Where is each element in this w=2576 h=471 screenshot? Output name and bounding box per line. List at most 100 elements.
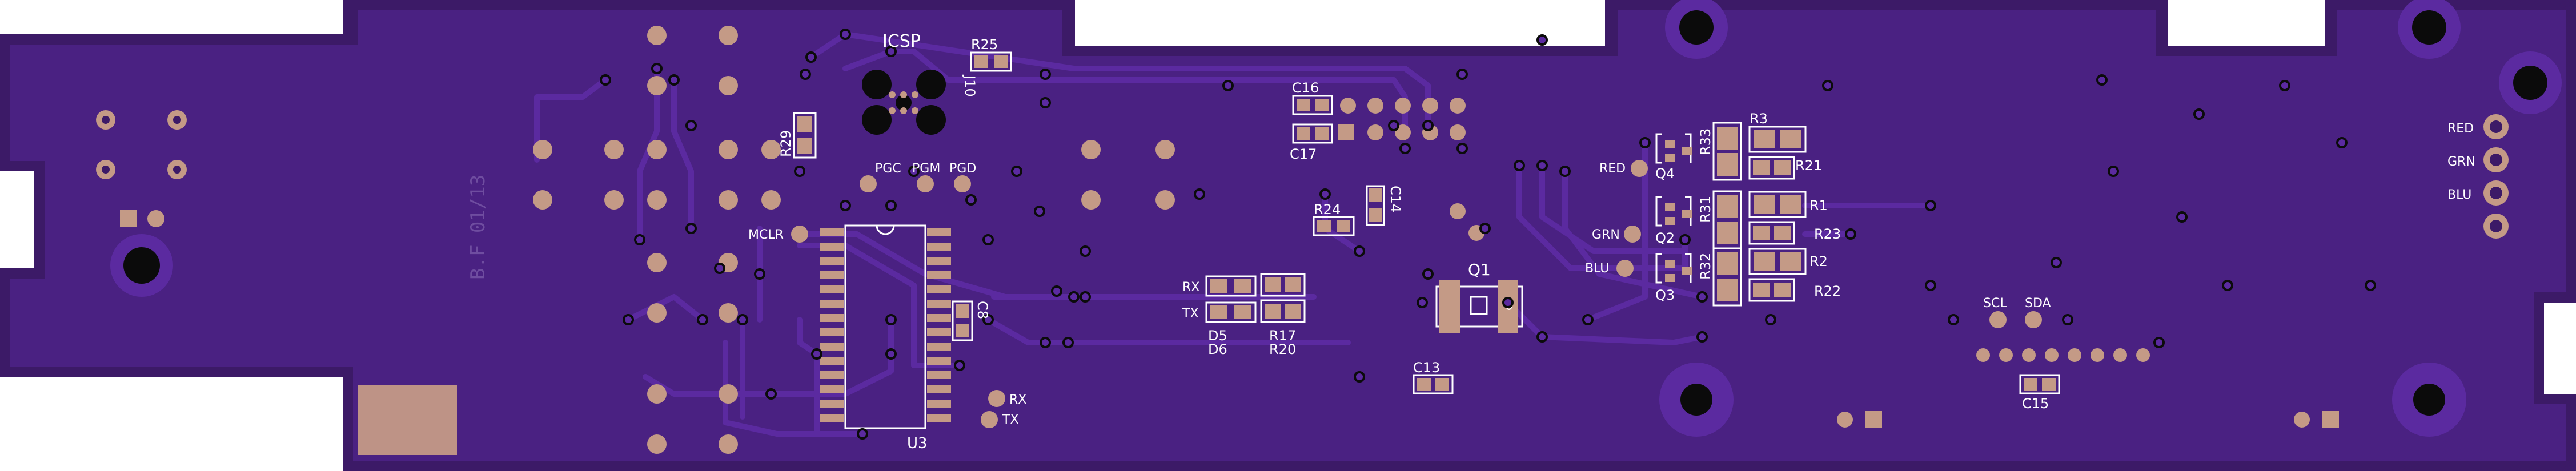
label-c17: C17: [1290, 146, 1317, 162]
label-c13: C13: [1413, 360, 1440, 376]
label-r20: R20: [1269, 341, 1296, 357]
u3-pin: [820, 400, 844, 408]
label-r23: R23: [1814, 226, 1841, 242]
via: [1456, 143, 1468, 154]
via: [811, 348, 822, 360]
label-r17: R17: [1269, 328, 1296, 344]
via: [1319, 188, 1331, 200]
u3-pin: [927, 300, 951, 308]
via: [1536, 160, 1548, 171]
via: [685, 223, 697, 234]
via: [1479, 223, 1491, 234]
label-r22: R22: [1814, 283, 1841, 299]
via: [1080, 245, 1091, 257]
via: [754, 268, 765, 280]
pad-holes: [102, 116, 2502, 232]
via: [634, 234, 645, 245]
via: [2051, 257, 2062, 268]
via: [2336, 137, 2348, 148]
via: [2222, 280, 2233, 291]
via: [1422, 120, 1434, 131]
via: [1502, 297, 1514, 308]
via: [1422, 268, 1434, 280]
via: [2365, 280, 2376, 291]
via: [794, 166, 805, 177]
via: [1514, 160, 1525, 171]
via: [2096, 74, 2108, 86]
via: [1354, 371, 1365, 383]
via: [1925, 280, 1936, 291]
copper-pour: [10, 10, 2566, 461]
label-r25: R25: [971, 37, 998, 53]
via: [1040, 69, 1051, 80]
label-grn-conn: GRN: [2447, 155, 2475, 169]
via: [1456, 69, 1468, 80]
via: [1536, 34, 1548, 46]
via: [1399, 143, 1411, 154]
u3-pin: [820, 300, 844, 308]
u3-pin: [820, 371, 844, 379]
label-r33: R33: [1698, 128, 1714, 155]
silkscreen-labels: ICSP J10 R25 R29 PGC PGM PGD MCLR C8 U3 …: [467, 31, 2475, 452]
via: [1639, 137, 1651, 148]
via: [1034, 206, 1045, 217]
label-r24: R24: [1314, 202, 1341, 218]
via: [1194, 188, 1205, 200]
square-pads: [120, 124, 2339, 428]
u3-pin: [927, 257, 951, 265]
label-pgd: PGD: [949, 162, 976, 176]
icsp-connector: [862, 70, 946, 135]
label-red-q: RED: [1599, 162, 1626, 176]
via: [2062, 314, 2073, 325]
via: [965, 194, 977, 206]
label-c8: C8: [974, 301, 990, 319]
label-r3: R3: [1750, 111, 1768, 127]
via: [954, 360, 965, 371]
via: [651, 63, 663, 74]
via: [1679, 234, 1691, 245]
via: [668, 74, 680, 86]
via: [623, 314, 634, 325]
via: [1011, 166, 1022, 177]
label-q3: Q3: [1655, 287, 1675, 303]
via: [1354, 245, 1365, 257]
via: [2176, 211, 2188, 223]
via: [2279, 80, 2290, 91]
via: [1559, 166, 1571, 177]
u3-pin: [927, 371, 951, 379]
label-mclr: MCLR: [748, 228, 784, 242]
u3-pin: [927, 285, 951, 293]
label-r31: R31: [1698, 196, 1714, 223]
via: [840, 29, 851, 40]
via: [714, 263, 725, 274]
label-c16: C16: [1292, 80, 1319, 96]
via: [737, 314, 748, 325]
label-scl: SCL: [1983, 296, 2007, 311]
label-blu-q: BLU: [1585, 261, 1609, 276]
label-grn-q: GRN: [1592, 228, 1620, 242]
via: [982, 234, 994, 245]
u3-pin: [820, 328, 844, 336]
u3-pin: [927, 414, 951, 422]
via: [1222, 80, 1234, 91]
label-r32: R32: [1698, 253, 1714, 280]
u3-pin: [820, 414, 844, 422]
u3-pin: [820, 243, 844, 251]
u3-pin: [927, 243, 951, 251]
label-q2: Q2: [1655, 230, 1675, 246]
label-rx-u3: RX: [1009, 393, 1026, 407]
label-d5: D5: [1208, 328, 1227, 344]
u3-pin: [927, 357, 951, 365]
label-red-conn: RED: [2447, 122, 2474, 136]
via: [1040, 97, 1051, 108]
via: [697, 314, 708, 325]
label-j10: J10: [962, 74, 978, 97]
label-r2: R2: [1809, 253, 1828, 269]
mounting-holes: [110, 0, 2562, 437]
u3-ic: [820, 224, 951, 429]
via: [908, 166, 920, 177]
via: [1822, 80, 1833, 91]
via: [685, 120, 697, 131]
u3-pin: [820, 357, 844, 365]
via: [1696, 331, 1708, 343]
